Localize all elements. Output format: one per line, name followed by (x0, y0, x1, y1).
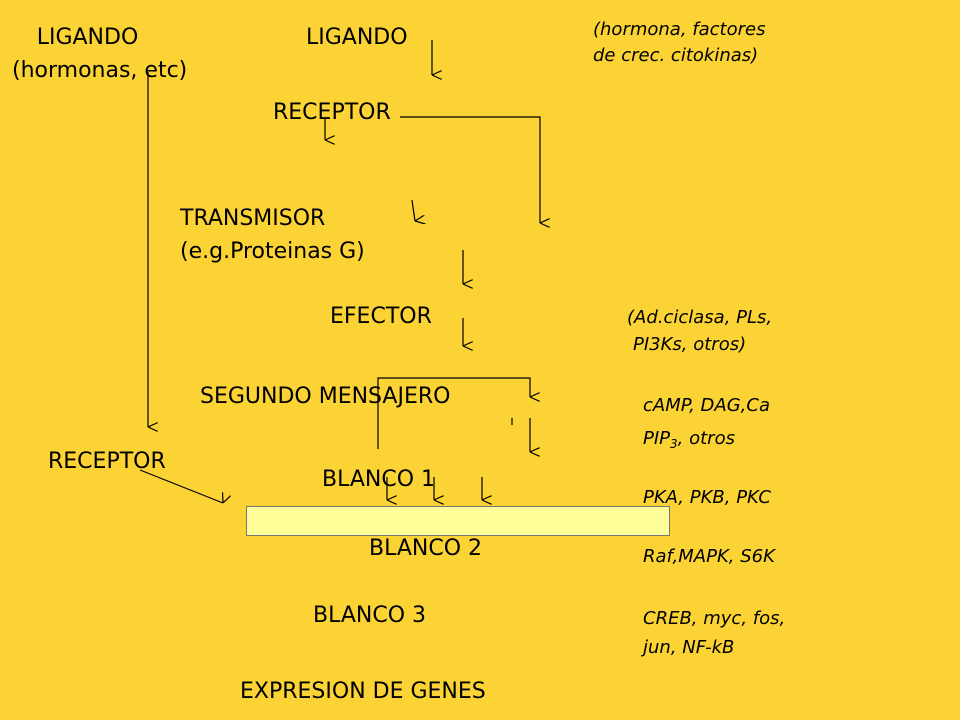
targets-line3: CREB, myc, fos, (643, 608, 786, 629)
arrow-receptor-left-to-bar (139, 469, 223, 503)
blanco-2: BLANCO 2 (369, 536, 483, 561)
ligand-center: LIGANDO (306, 25, 408, 50)
blanco-1: BLANCO 1 (322, 467, 436, 492)
segundo-mensajero: SEGUNDO MENSAJERO (200, 384, 451, 409)
blanco-3: BLANCO 3 (313, 603, 427, 628)
transmisor: TRANSMISOR (180, 206, 326, 231)
ligand-left: LIGANDO (30, 27, 270, 49)
pip-subscript: 3 (670, 437, 678, 451)
pip-rest: , otros (677, 428, 735, 449)
ligand-left-title: LIGANDO (36, 25, 139, 50)
transmisor-sub: (e.g.Proteinas G) (180, 239, 365, 264)
targets-line4: jun, NF-kB (643, 637, 735, 658)
receptor-left: RECEPTOR (48, 449, 166, 474)
bracket-receptor-right (400, 116, 540, 223)
efector-examples-line2: PI3Ks, otros) (633, 334, 747, 355)
ligand-examples-line1: (hormona, factores (593, 19, 766, 40)
ligand-left-sub: (hormonas, etc) (12, 58, 188, 83)
targets-line2: Raf,MAPK, S6K (643, 546, 775, 567)
pip-label: PIP (643, 428, 671, 449)
receptor-top: RECEPTOR (273, 100, 391, 125)
targets-line1: PKA, PKB, PKC (643, 487, 771, 508)
bracket-mensajero (377, 377, 530, 449)
arrow-transmisor (411, 199, 415, 221)
second-messengers-line1: cAMP, DAG,Ca (643, 395, 771, 416)
target-highlight-bar (246, 506, 670, 536)
second-messengers-line2: PIP3, otros (643, 428, 735, 451)
efector: EFECTOR (330, 304, 432, 329)
efector-examples-line1: (Ad.ciclasa, PLs, (627, 307, 773, 328)
expresion-genes: EXPRESION DE GENES (240, 679, 486, 704)
ligand-examples-line2: de crec. citokinas) (593, 45, 759, 66)
